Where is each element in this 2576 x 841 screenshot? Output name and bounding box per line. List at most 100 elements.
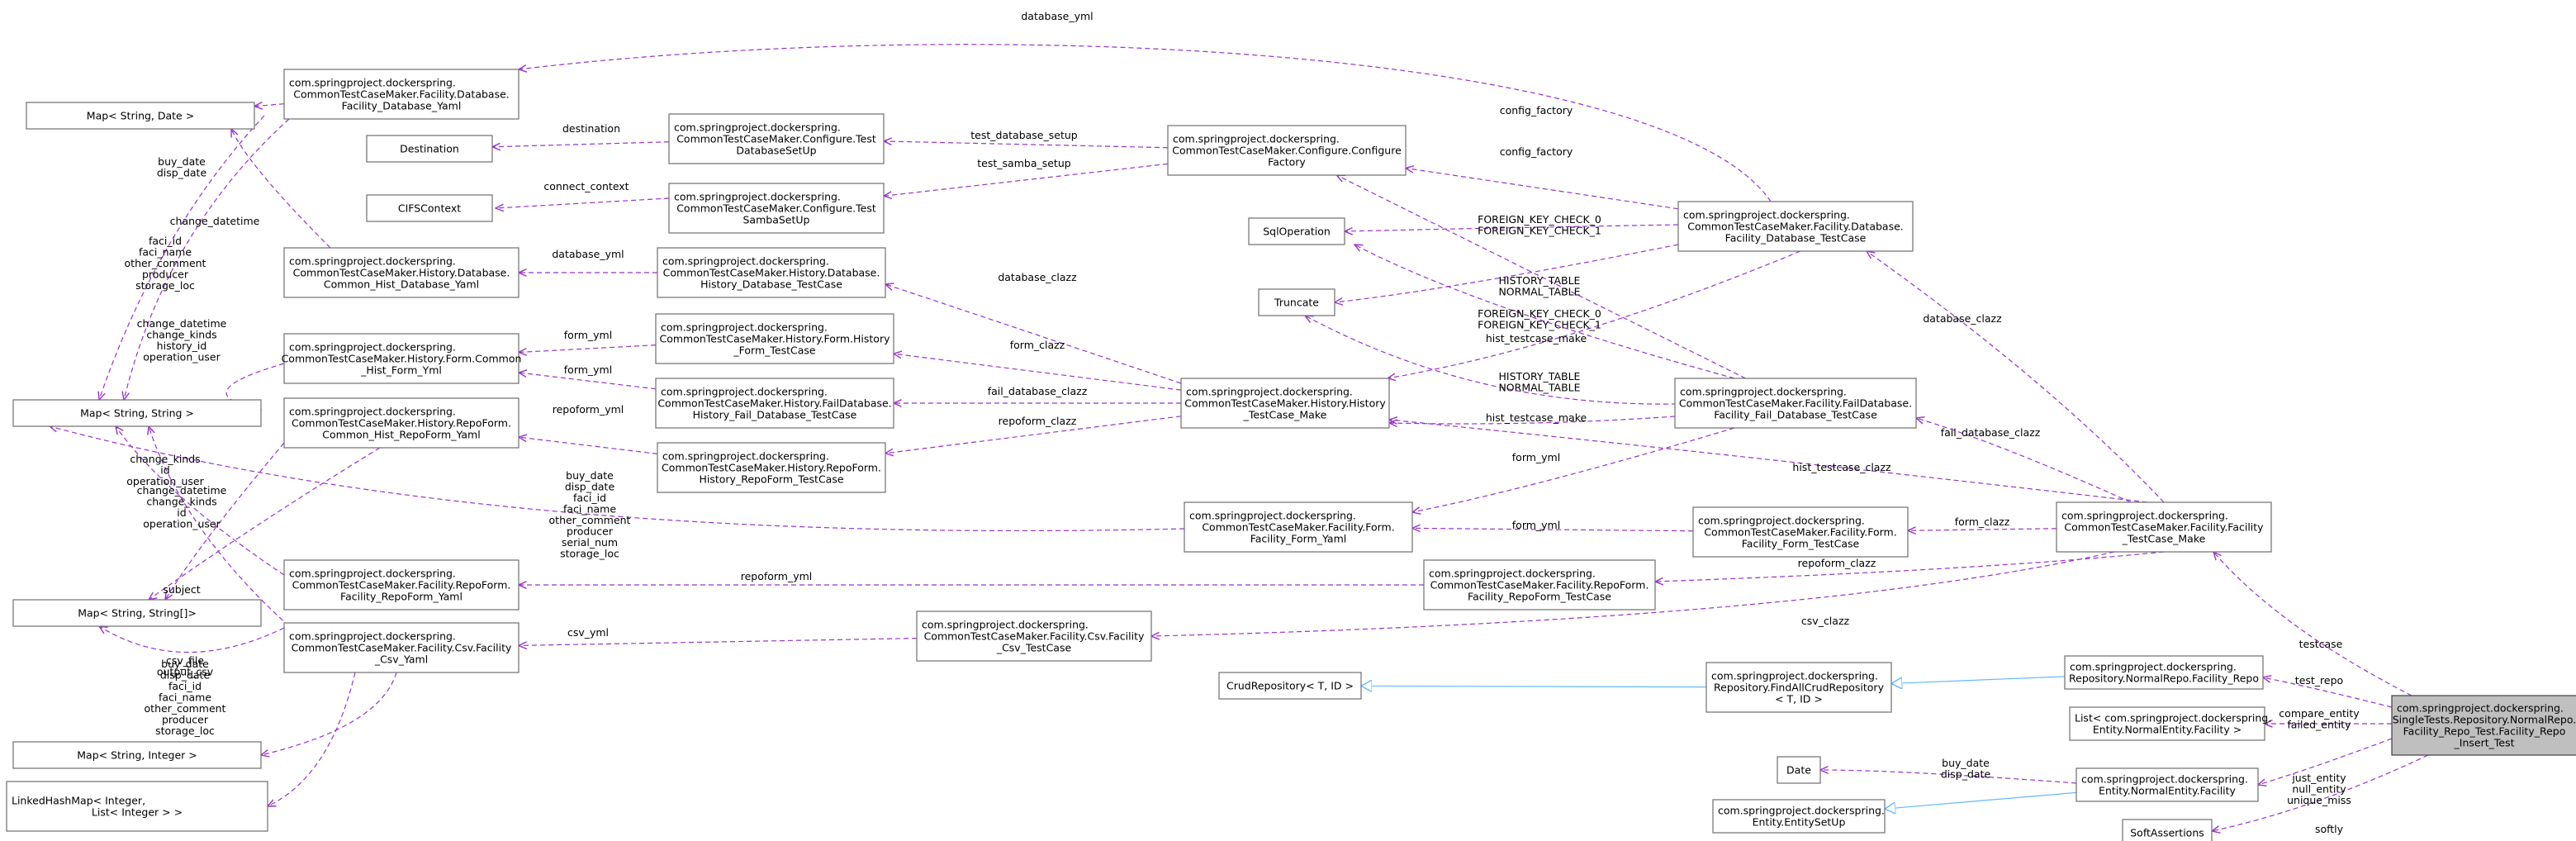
class-node-fac-make[interactable]: com.springproject.dockerspring.CommonTes…	[2056, 501, 2272, 553]
node-label-line: com.springproject.dockerspring.	[1711, 670, 1878, 682]
edge-label-line: form_yml	[564, 363, 612, 376]
edge-label-line: buy_date	[566, 469, 614, 482]
class-node-fac-db-tc[interactable]: com.springproject.dockerspring.CommonTes…	[1677, 201, 1914, 252]
edge-label: buy_datedisp_datefaci_idfaci_nameother_c…	[145, 658, 226, 737]
class-node-map-str[interactable]: Map< String, String >	[12, 399, 262, 427]
node-box	[668, 183, 885, 234]
edge-label-line: disp_date	[157, 167, 207, 179]
class-node-hist-repo-yaml[interactable]: com.springproject.dockerspring.CommonTes…	[283, 397, 519, 449]
edge-path	[1335, 244, 1679, 302]
class-node-hist-form-yml[interactable]: com.springproject.dockerspring.CommonTes…	[282, 333, 522, 384]
class-node-findall[interactable]: com.springproject.dockerspring.Repositor…	[1705, 662, 1892, 713]
node-box	[655, 313, 894, 364]
dependency-edge-main-to-normal-repo	[2263, 677, 2393, 708]
class-node-entity-fac[interactable]: com.springproject.dockerspring.Entity.No…	[2076, 767, 2259, 802]
class-node-hist-fail-tc[interactable]: com.springproject.dockerspring.CommonTes…	[655, 378, 894, 429]
edge-path	[261, 672, 397, 755]
class-node-normal-repo[interactable]: com.springproject.dockerspring.Repositor…	[2064, 655, 2264, 690]
class-node-test-samba[interactable]: com.springproject.dockerspring.CommonTes…	[668, 183, 885, 234]
node-label-line: Common_Hist_RepoForm_Yaml	[322, 429, 480, 441]
class-node-map-arr[interactable]: Map< String, String[]>	[12, 599, 262, 627]
edge-label: change_datetime	[170, 215, 260, 227]
node-box	[283, 622, 519, 673]
node-label-line: com.springproject.dockerspring.	[661, 386, 828, 398]
class-node-lhm[interactable]: LinkedHashMap< Integer,List< Integer > >	[6, 781, 268, 832]
node-label-line: List< com.springproject.dockerspring.	[2075, 712, 2271, 725]
inheritance-edge-findall-to-crud	[1361, 686, 1707, 687]
node-label-line: Map< String, Integer >	[77, 749, 197, 762]
edge-path	[2213, 552, 2412, 696]
class-node-crud[interactable]: CrudRepository< T, ID >	[1218, 672, 1362, 700]
class-node-hist-make[interactable]: com.springproject.dockerspring.CommonTes…	[1180, 378, 1390, 429]
node-label-line: Facility_Database_TestCase	[1725, 232, 1867, 245]
node-label-line: Entity.EntitySetUp	[1753, 816, 1846, 829]
edge-label-line: compare_entity	[2279, 707, 2360, 720]
node-label-line: CommonTestCaseMaker.Facility.Form.	[1704, 526, 1896, 539]
class-node-fac-csv-yaml[interactable]: com.springproject.dockerspring.CommonTes…	[283, 622, 519, 673]
edge-path	[124, 118, 290, 400]
edge-label: csv_yml	[567, 626, 609, 639]
node-label-line: CommonTestCaseMaker.Facility.Csv.Facilit…	[924, 630, 1145, 643]
class-node-soft[interactable]: SoftAssertions	[2122, 819, 2213, 841]
edge-label: repoform_yml	[553, 403, 624, 416]
node-label-line: com.springproject.dockerspring.	[922, 619, 1089, 631]
node-label-line: com.springproject.dockerspring.	[2061, 510, 2228, 522]
edge-label: database_clazz	[998, 271, 1077, 283]
node-label-line: History_RepoForm_TestCase	[699, 473, 843, 486]
node-label-line: com.springproject.dockerspring.	[1173, 133, 1340, 145]
edge-label-line: failed_entity	[2287, 719, 2351, 731]
class-node-hist-db-yaml[interactable]: com.springproject.dockerspring.CommonTes…	[283, 247, 519, 298]
node-label-line: _TestCase_Make	[1243, 409, 1327, 421]
dependency-edge-fac-db-tc-to-fac-db-yaml	[519, 44, 1772, 202]
class-node-fac-csv-tc[interactable]: com.springproject.dockerspring.CommonTes…	[916, 611, 1152, 662]
class-node-cifs[interactable]: CIFSContext	[366, 194, 493, 222]
edge-path	[1389, 420, 2148, 503]
node-box	[1180, 378, 1390, 429]
edge-label: fail_database_clazz	[988, 385, 1088, 397]
edge-label-line: form_yml	[1512, 519, 1560, 531]
edge-path	[1916, 418, 2132, 503]
class-node-main[interactable]: com.springproject.dockerspring.SingleTes…	[2391, 695, 2576, 756]
node-label-line: com.springproject.dockerspring.	[1683, 209, 1850, 221]
dependency-edge-fac-db-tc-to-hist-make	[1388, 250, 1801, 378]
edge-label-line: csv_clazz	[1801, 615, 1850, 627]
node-box	[12, 399, 262, 427]
edge-label-line: form_clazz	[1010, 339, 1065, 351]
edge-label: database_yml	[552, 248, 624, 260]
class-node-entity-setup[interactable]: com.springproject.dockerspring.Entity.En…	[1712, 799, 1886, 834]
edge-label-line: producer	[162, 714, 209, 726]
dependency-edge-fac-form-yaml-to-map-str	[50, 426, 1185, 532]
class-node-fac-form-tc[interactable]: com.springproject.dockerspring.CommonTes…	[1692, 506, 1909, 558]
class-node-list-fac[interactable]: List< com.springproject.dockerspring.Ent…	[2069, 706, 2271, 741]
class-node-test-db-setup[interactable]: com.springproject.dockerspring.CommonTes…	[668, 113, 885, 164]
node-label-line: com.springproject.dockerspring.	[2397, 702, 2564, 715]
node-label-line: Destination	[400, 143, 459, 155]
node-box	[1167, 125, 1407, 176]
class-node-hist-repo-tc[interactable]: com.springproject.dockerspring.CommonTes…	[657, 442, 886, 493]
edge-path	[99, 626, 285, 653]
class-node-fac-repo-yaml[interactable]: com.springproject.dockerspring.CommonTes…	[283, 559, 519, 611]
class-node-destination[interactable]: Destination	[366, 135, 493, 163]
class-node-map-int[interactable]: Map< String, Integer >	[12, 741, 262, 769]
class-node-cfg-factory[interactable]: com.springproject.dockerspring.CommonTes…	[1167, 125, 1407, 176]
edge-path	[254, 104, 285, 107]
class-node-truncate[interactable]: Truncate	[1258, 288, 1335, 316]
class-node-sqlop[interactable]: SqlOperation	[1248, 217, 1345, 245]
class-node-fac-repo-tc[interactable]: com.springproject.dockerspring.CommonTes…	[1423, 559, 1656, 611]
node-label-line: DatabaseSetUp	[736, 145, 816, 157]
class-node-fac-form-yaml[interactable]: com.springproject.dockerspring.CommonTes…	[1184, 501, 1413, 553]
edge-path	[165, 442, 285, 600]
class-node-date[interactable]: Date	[1777, 756, 1821, 784]
edge-label: hist_testcase_make	[1486, 332, 1587, 344]
dependency-edge-hist-repo-yaml-to-map-arr	[165, 442, 285, 600]
class-node-map-date[interactable]: Map< String, Date >	[26, 102, 255, 130]
class-node-hist-form-tc[interactable]: com.springproject.dockerspring.CommonTes…	[655, 313, 894, 364]
class-node-fac-db-yaml[interactable]: com.springproject.dockerspring.CommonTes…	[283, 69, 519, 120]
node-label-line: Facility_Repo_Test.Facility_Repo	[2403, 725, 2566, 738]
edge-label: repoform_yml	[741, 570, 813, 582]
node-label-line: CommonTestCaseMaker.Facility.Facility	[2064, 521, 2264, 534]
edge-path	[1361, 686, 1707, 687]
edge-label: test_database_setup	[970, 129, 1077, 141]
class-node-hist-db-tc[interactable]: com.springproject.dockerspring.CommonTes…	[657, 247, 886, 298]
class-node-fac-fail-tc[interactable]: com.springproject.dockerspring.CommonTes…	[1674, 378, 1917, 429]
